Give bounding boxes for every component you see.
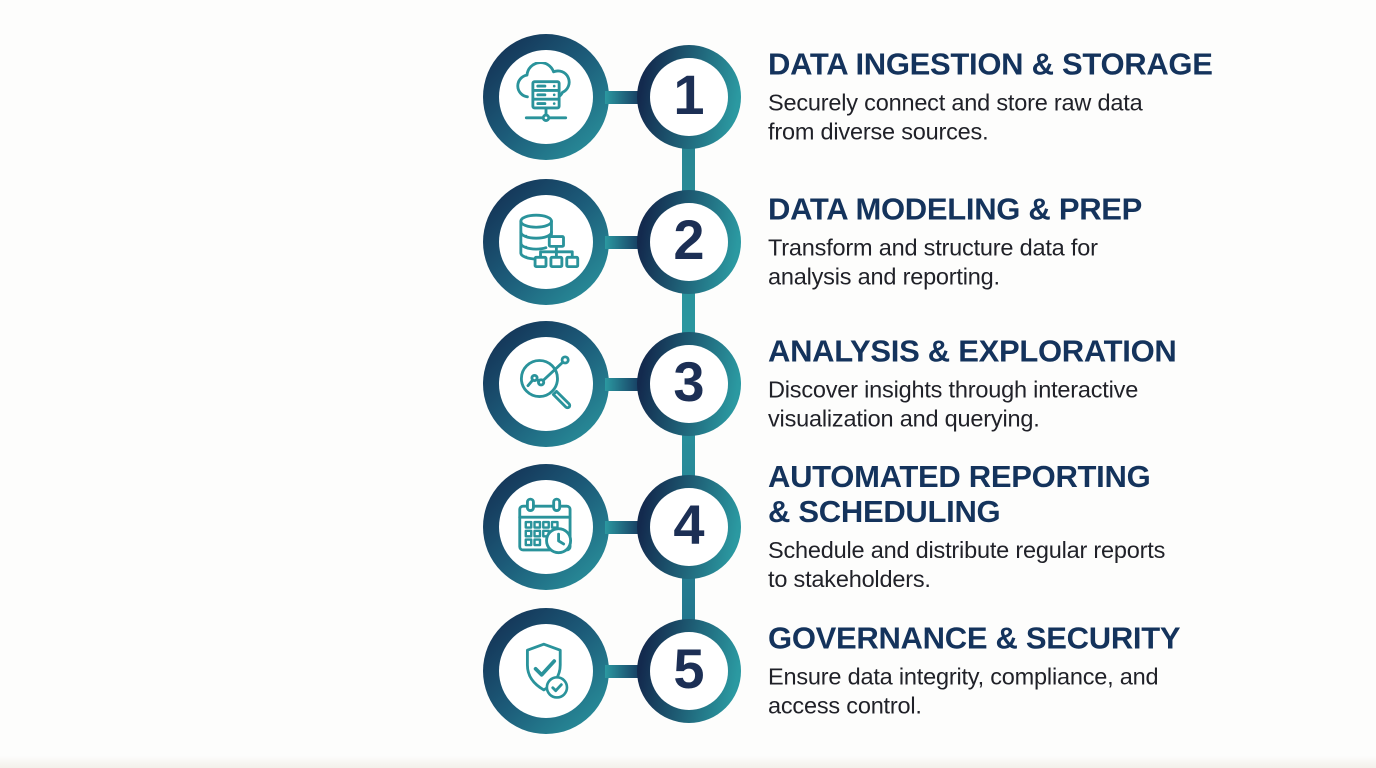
horizontal-connector [605, 236, 641, 249]
step4-text: AUTOMATED REPORTING & SCHEDULING Schedul… [768, 459, 1248, 595]
step4-icon-circle [483, 464, 609, 590]
step5-description: Ensure data integrity, compliance, and a… [768, 663, 1159, 720]
shield-check-icon [525, 642, 569, 699]
step-number: 3 [650, 345, 728, 423]
step-number: 4 [650, 488, 728, 566]
step2-icon-circle [483, 179, 609, 305]
step3-number-circle: 3 [637, 332, 741, 436]
step5-title: GOVERNANCE & SECURITY [768, 620, 1181, 656]
step2-description: Transform and structure data for analysi… [768, 234, 1098, 291]
step5-icon-circle [483, 608, 609, 734]
cloud-server-icon [516, 62, 571, 122]
step-number: 5 [650, 632, 728, 710]
step2-title: DATA MODELING & PREP [768, 191, 1143, 227]
step4-description: Schedule and distribute regular reports … [768, 537, 1166, 593]
step-number: 1 [650, 58, 728, 136]
step1-title: DATA INGESTION & STORAGE [768, 46, 1213, 82]
step-row-3: 3 ANALYSIS & EXPLORATION Discover insigh… [483, 321, 1363, 447]
bottom-edge-artifact [0, 756, 1376, 768]
magnifier-chart-icon [519, 355, 572, 410]
database-model-icon [519, 213, 580, 269]
step3-description: Discover insights through interactive vi… [768, 376, 1139, 433]
step1-number-circle: 1 [637, 45, 741, 149]
step3-title: ANALYSIS & EXPLORATION [768, 333, 1177, 369]
step3-icon-circle [483, 321, 609, 447]
step4-title: AUTOMATED REPORTING & SCHEDULING [768, 459, 1151, 530]
horizontal-connector [605, 521, 641, 534]
step1-text: DATA INGESTION & STORAGE Securely connec… [768, 47, 1248, 148]
step3-text: ANALYSIS & EXPLORATION Discover insights… [768, 334, 1248, 435]
horizontal-connector [605, 91, 641, 104]
step4-number-circle: 4 [637, 475, 741, 579]
horizontal-connector [605, 665, 641, 678]
horizontal-connector [605, 378, 641, 391]
step1-description: Securely connect and store raw data from… [768, 89, 1143, 146]
step5-number-circle: 5 [637, 619, 741, 723]
step2-number-circle: 2 [637, 190, 741, 294]
step-row-5: 5 GOVERNANCE & SECURITY Ensure data inte… [483, 608, 1363, 734]
step-row-2: 2 DATA MODELING & PREP Transform and str… [483, 179, 1363, 305]
calendar-clock-icon [518, 497, 573, 555]
step-row-1: 1 DATA INGESTION & STORAGE Securely conn… [483, 34, 1363, 160]
step-number: 2 [650, 203, 728, 281]
step2-text: DATA MODELING & PREP Transform and struc… [768, 192, 1248, 293]
step1-icon-circle [483, 34, 609, 160]
step-row-4: 4 AUTOMATED REPORTING & SCHEDULING Sched… [483, 459, 1363, 593]
step5-text: GOVERNANCE & SECURITY Ensure data integr… [768, 621, 1248, 722]
